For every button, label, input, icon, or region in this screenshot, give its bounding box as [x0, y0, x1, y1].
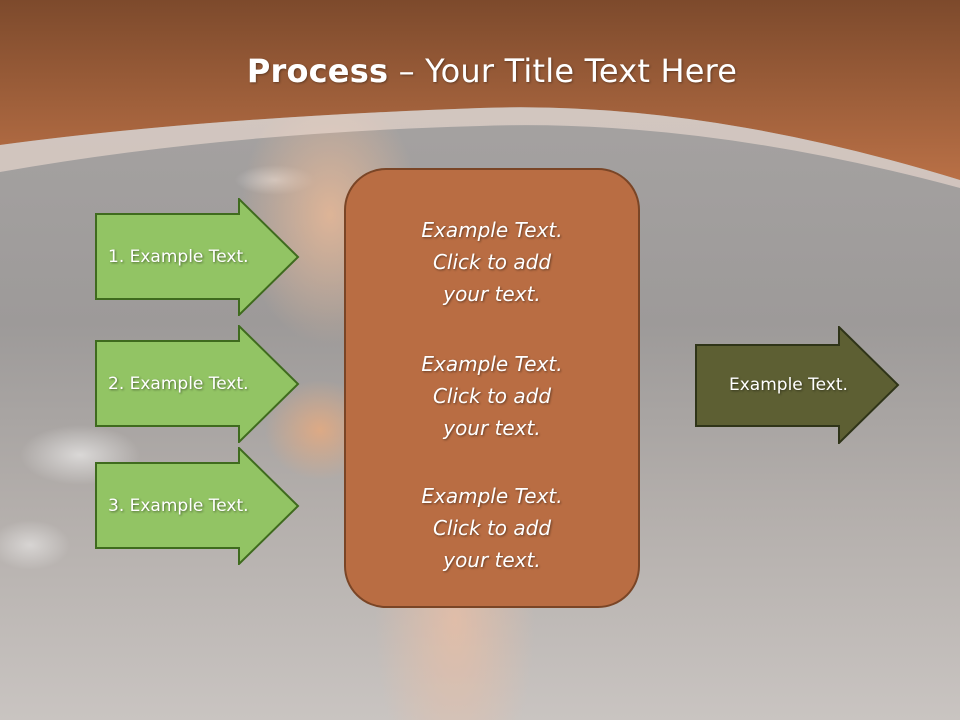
paragraph-line: your text.	[443, 416, 541, 440]
arrow-shape	[95, 198, 300, 316]
process-paragraph-1: Example Text. Click to add your text.	[346, 214, 638, 310]
title-rest: – Your Title Text Here	[388, 52, 738, 90]
arrow-shape	[95, 447, 300, 565]
title-bold: Process	[246, 52, 389, 90]
arrow-shape	[95, 325, 300, 443]
output-arrow-label: Example Text.	[729, 375, 848, 395]
paragraph-line: Example Text.	[421, 218, 563, 242]
process-paragraph-2: Example Text. Click to add your text.	[346, 348, 638, 444]
input-arrow-label: 3. Example Text.	[108, 496, 249, 516]
output-arrow: Example Text.	[695, 326, 900, 444]
paragraph-line: your text.	[443, 548, 541, 572]
process-box: Example Text. Click to add your text. Ex…	[344, 168, 640, 608]
input-arrow-label: 1. Example Text.	[108, 247, 249, 267]
paragraph-line: Example Text.	[421, 352, 563, 376]
arrow-shape	[695, 326, 900, 444]
paragraph-line: Click to add	[432, 516, 552, 540]
input-arrow-3: 3. Example Text.	[95, 447, 300, 565]
input-arrow-2: 2. Example Text.	[95, 325, 300, 443]
input-arrow-label: 2. Example Text.	[108, 374, 249, 394]
paragraph-line: Example Text.	[421, 484, 563, 508]
header-band	[0, 0, 960, 188]
paragraph-line: Click to add	[432, 250, 552, 274]
process-paragraph-3: Example Text. Click to add your text.	[346, 480, 638, 576]
paragraph-line: your text.	[443, 282, 541, 306]
paragraph-line: Click to add	[432, 384, 552, 408]
slide-title: Process – Your Title Text Here	[0, 52, 960, 90]
input-arrow-1: 1. Example Text.	[95, 198, 300, 316]
